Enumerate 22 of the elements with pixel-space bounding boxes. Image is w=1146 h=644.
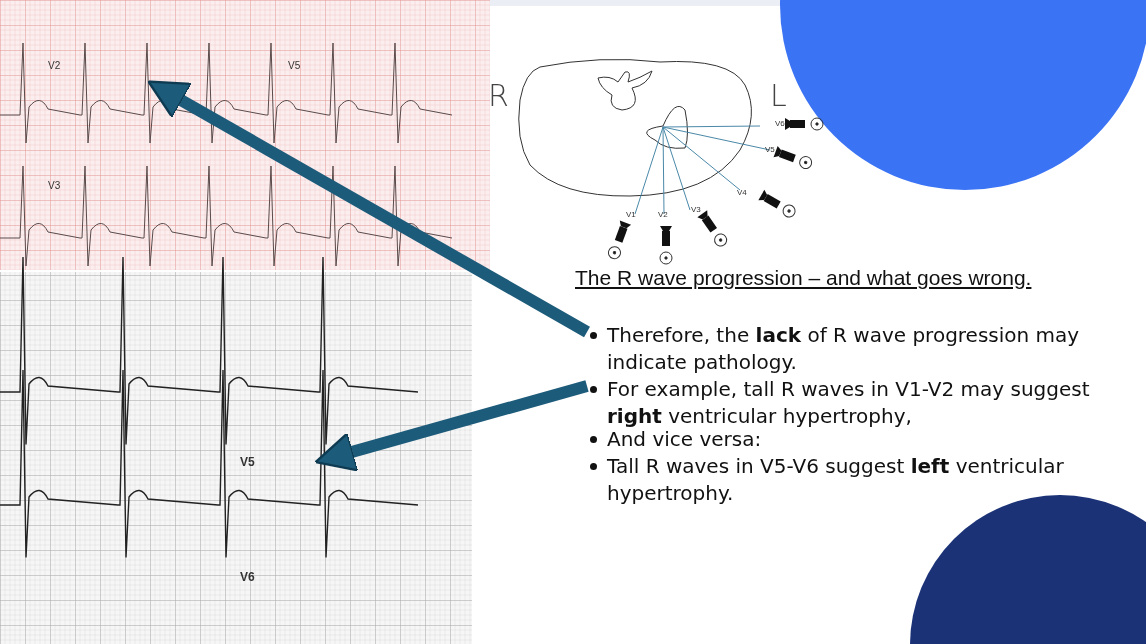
lead-label: V5	[288, 60, 301, 71]
lead-label: V5	[765, 145, 775, 154]
lead-label: V6	[775, 119, 785, 128]
arrow	[147, 80, 590, 338]
lead-label: V5	[240, 455, 255, 469]
side-letter: L	[770, 78, 787, 113]
lead-label: V3	[48, 180, 61, 191]
side-letter: R	[488, 78, 509, 113]
lead-label: V4	[737, 188, 747, 197]
lead-label: V2	[48, 60, 61, 71]
bullet-text: And vice versa:	[607, 427, 763, 453]
slide-title: The R wave progression – and what goes wrong.	[575, 266, 1032, 290]
bullet-text: For example, tall R waves in V1-V2 may suggest right ventricular hypertrophy,	[607, 376, 1112, 430]
lead-label: V1	[626, 210, 636, 219]
lead-label: V6	[240, 570, 255, 584]
ecg-strip-picture	[0, 256, 472, 644]
ecg-strip-picture	[0, 0, 490, 270]
arrow	[314, 380, 589, 472]
bullet-text: Tall R waves in V5-V6 suggest left ventricular hypertrophy.	[607, 453, 1065, 507]
lead-label: V3	[691, 205, 701, 214]
bullet-text: Therefore, the lack of R wave progression may indicate pathology.	[607, 322, 1112, 376]
lead-label: V2	[658, 210, 668, 219]
